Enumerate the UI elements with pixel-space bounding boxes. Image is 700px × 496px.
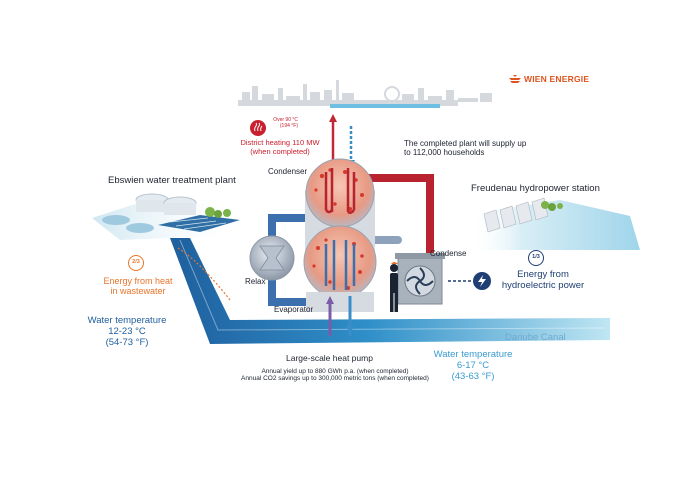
heat-pump-label: Large-scale heat pump [286,353,373,363]
completed-plant-label: The completed plant will supply up to 11… [404,139,527,158]
hydropower-station [470,197,640,250]
wastewater-temperature: Water temperature 12-23 °C (54-73 °F) [87,315,167,348]
hydro-energy-label: Energy from hydroelectric power [501,269,585,291]
wastewater-energy-label: Energy from heat in wastewater [103,276,173,297]
canal-temperature: Water temperature 6-17 °C (43-63 °F) [433,349,513,382]
condenser-label: Condenser [268,167,308,176]
wien-energie-logo-icon [509,75,521,83]
water-treatment-plant [92,193,250,240]
skyline-river [330,104,440,108]
danube-canal-label: Danube Canal [505,332,566,343]
compressor-unit [397,257,443,305]
annual-stats: Annual yield up to 880 GWh p.a. (when co… [241,368,429,383]
wien-energie-logo[interactable]: WIEN ENERGIE [508,74,608,88]
hydro-share-badge: 1/3 [528,250,544,266]
lightning-bolt-icon [473,272,491,290]
heat-flow-line [177,247,231,301]
evaporator-label: Evaporator [274,305,314,314]
relax-valve-unit [249,235,295,281]
wastewater-share-badge: 2/3 [128,255,144,271]
treatment-plant-label: Ebswien water treatment plant [108,175,236,186]
worker-silhouette-icon [390,262,398,312]
evaporator-water-pipes [326,296,354,336]
city-skyline [238,80,492,106]
district-heating-label: District heating 110 MW (when completed) [240,138,320,156]
brand-name: WIEN ENERGIE [524,74,590,84]
evaporator-unit [303,225,377,312]
water-channel [170,238,610,344]
temperature-note: Over 90 °C (194 °F) [273,117,298,129]
hydropower-station-label: Freudenau hydropower station [471,183,600,194]
relax-label: Relax [245,277,266,286]
condense-label: Condense [430,249,467,258]
heat-waves-icon [250,120,266,136]
